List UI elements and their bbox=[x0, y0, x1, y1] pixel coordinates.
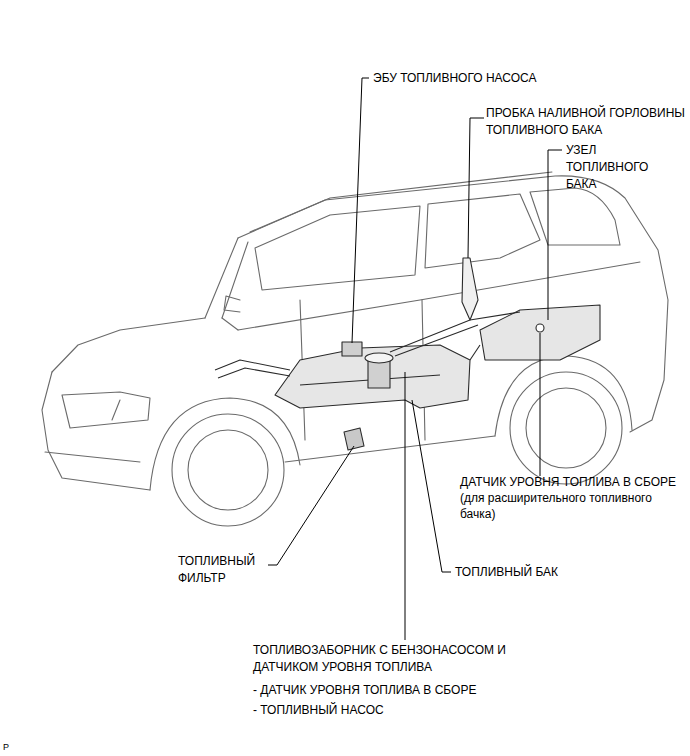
part-label: УЗЕЛ ТОПЛИВНОГО БАКА bbox=[566, 142, 666, 193]
leader-lines bbox=[268, 78, 562, 640]
part-label: - ТОПЛИВНЫЙ НАСОС bbox=[253, 702, 553, 719]
part-label: - ДАТЧИК УРОВНЯ ТОПЛИВА В СБОРЕ bbox=[253, 682, 583, 699]
page-mark: P bbox=[3, 742, 23, 753]
fuel-system bbox=[215, 258, 600, 450]
part-label: ТОПЛИВОЗАБОРНИК С БЕНЗОНАСОСОМ И ДАТЧИКО… bbox=[253, 642, 563, 676]
car-body bbox=[42, 172, 668, 526]
part-label: ДАТЧИК УРОВНЯ ТОПЛИВА В СБОРЕ (для расши… bbox=[460, 474, 682, 522]
part-label: ЭБУ ТОПЛИВНОГО НАСОСА bbox=[373, 70, 593, 87]
part-label: ПРОБКА НАЛИВНОЙ ГОРЛОВИНЫ ТОПЛИВНОГО БАК… bbox=[486, 105, 686, 139]
part-label: ТОПЛИВНЫЙ БАК bbox=[455, 564, 655, 581]
part-label: ТОПЛИВНЫЙ ФИЛЬТР bbox=[178, 553, 273, 587]
